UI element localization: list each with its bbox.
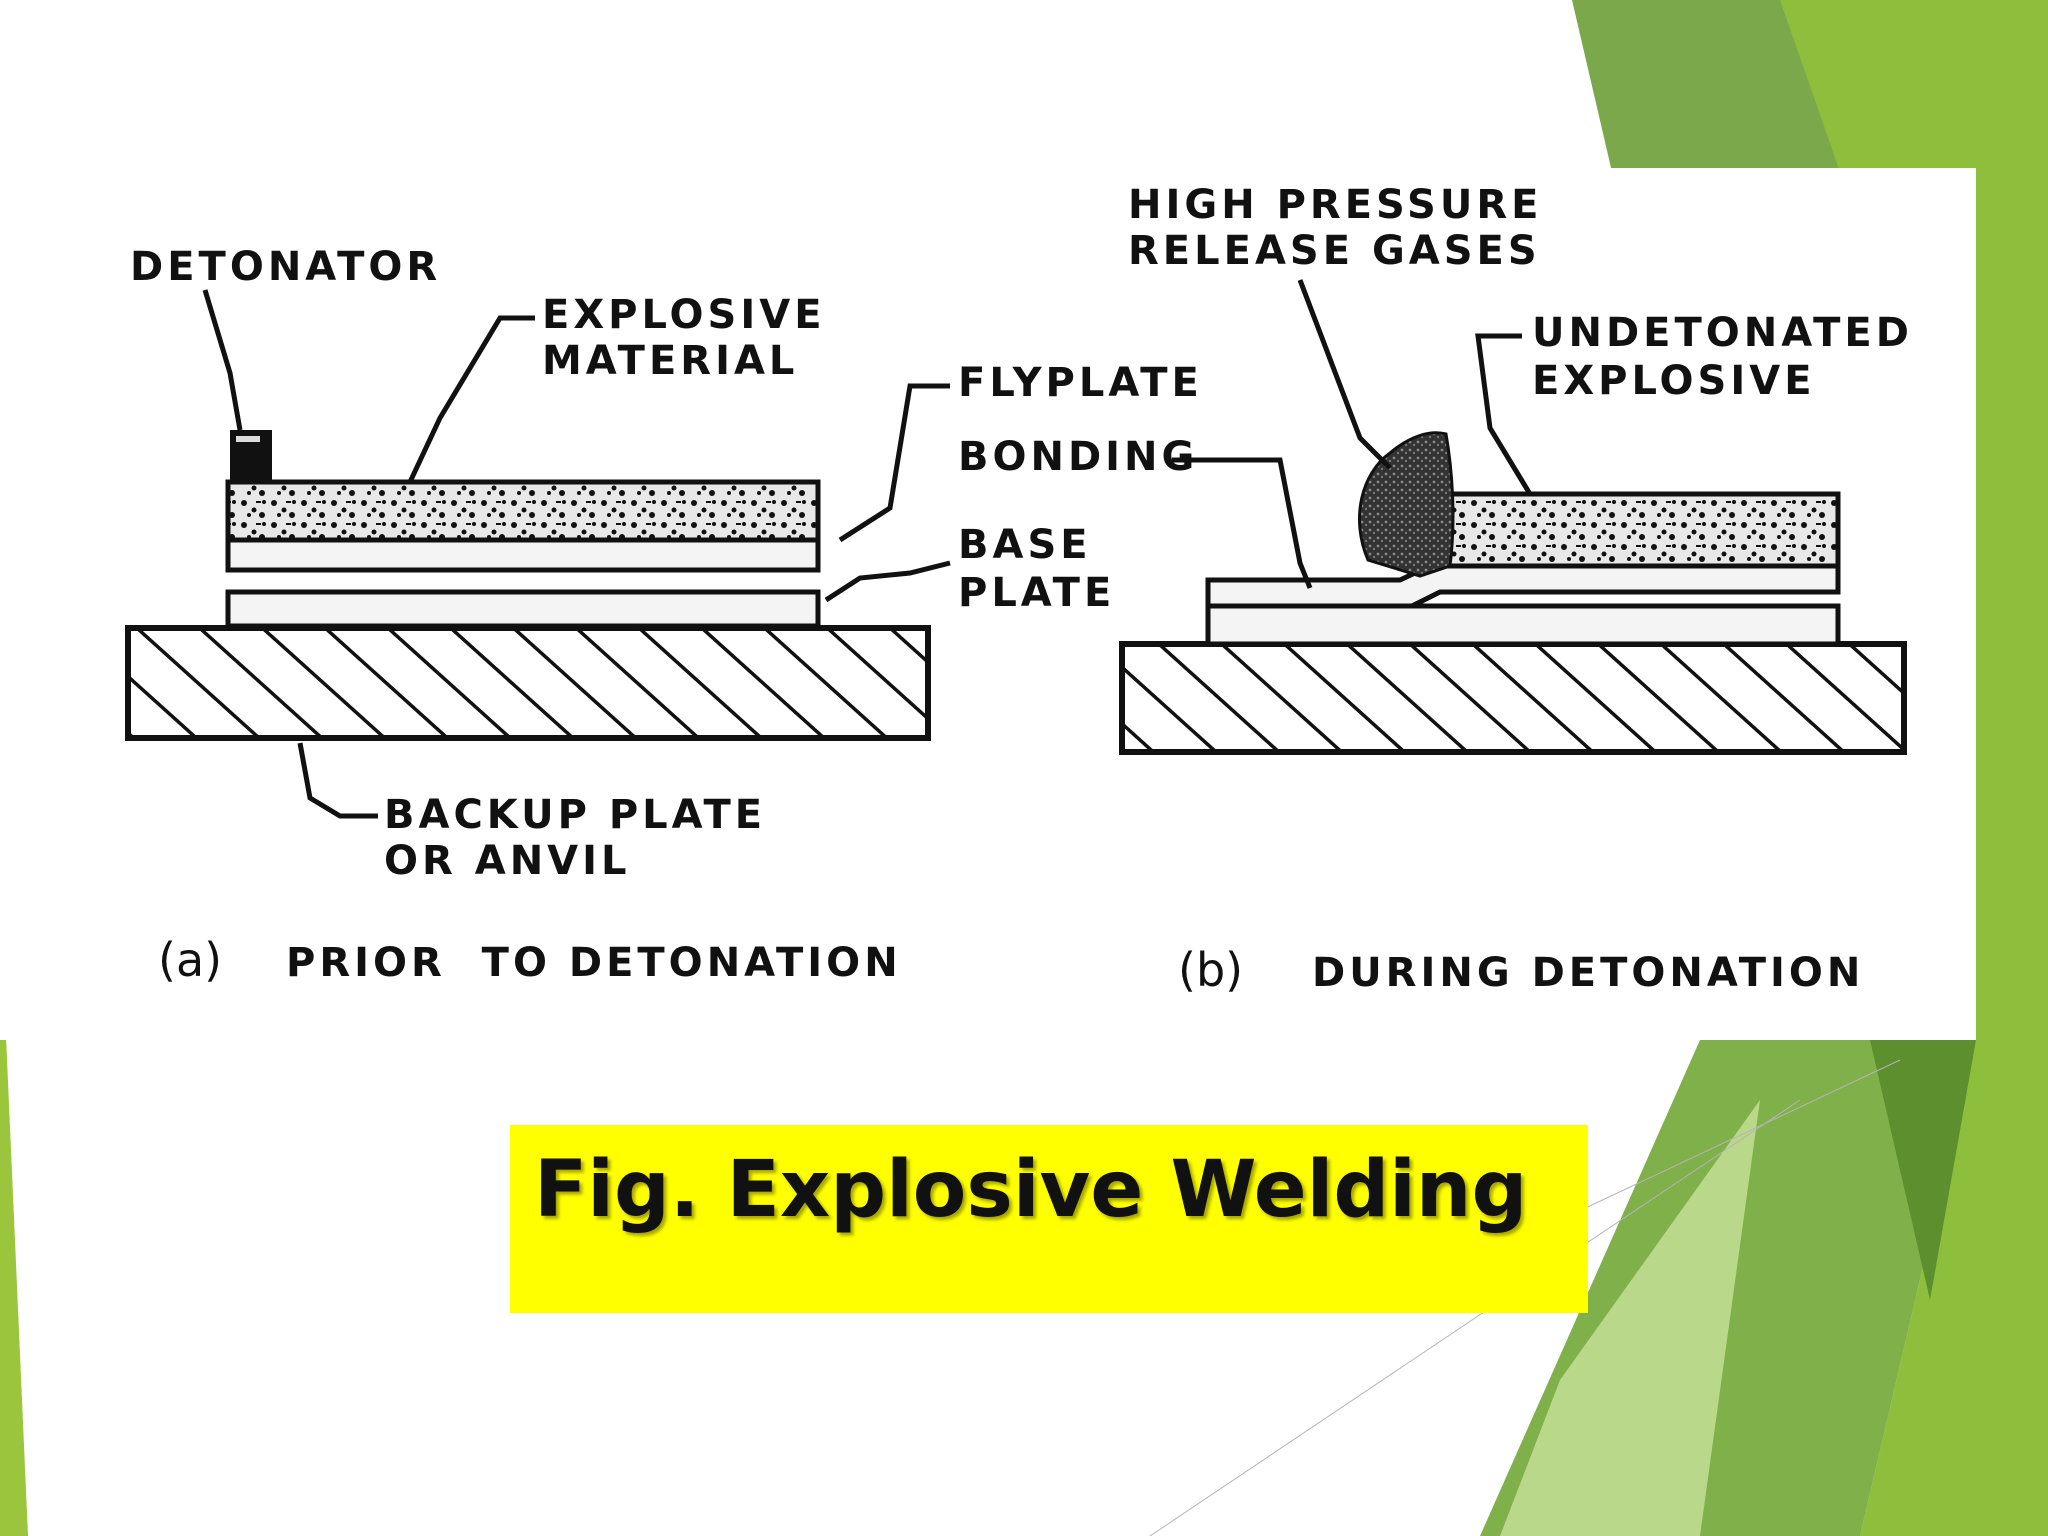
leader-backup — [297, 742, 378, 819]
label-base-1: BASE — [958, 522, 1092, 568]
base-plate-a — [225, 589, 821, 629]
leader-flyplate — [838, 383, 950, 543]
green-facet-dark — [1870, 1040, 1976, 1300]
figure-caption: Fig. Explosive Welding — [534, 1145, 1528, 1235]
leader-explosive — [407, 315, 535, 484]
leader-bonding — [1172, 457, 1313, 589]
label-detonator: DETONATOR — [130, 244, 441, 290]
explosive-layer-a — [225, 479, 821, 543]
label-explosive-1: EXPLOSIVE — [542, 292, 826, 338]
leader-detonator — [202, 289, 243, 431]
label-explosive-2: MATERIAL — [542, 338, 798, 384]
label-bonding: BONDING — [958, 434, 1198, 480]
label-undetonated-1: UNDETONATED — [1532, 310, 1913, 356]
green-facet-right — [1860, 172, 2048, 1536]
leader-baseplate — [824, 560, 951, 603]
label-backup-2: OR ANVIL — [384, 838, 631, 884]
leader-gases — [1297, 279, 1392, 470]
flyplate-b — [1205, 563, 1841, 609]
label-base-2: PLATE — [958, 570, 1115, 616]
flyplate-a — [225, 537, 821, 573]
label-flyplate: FLYPLATE — [958, 360, 1203, 406]
anvil-b — [1119, 641, 1907, 755]
figure-caption-box: Fig. Explosive Welding — [510, 1125, 1588, 1313]
anvil-a — [125, 625, 931, 741]
green-facet-top-dark — [1780, 0, 2048, 172]
gas-cloud-b — [1357, 431, 1455, 578]
leader-undetonated — [1475, 333, 1533, 496]
label-gases-1: HIGH PRESSURE — [1128, 182, 1542, 228]
caption-letter-b: (b) — [1178, 943, 1243, 997]
explosive-welding-diagram: DETONATOR EXPLOSIVE MATERIAL FLYPLATE BA… — [125, 182, 1913, 997]
panel-b: HIGH PRESSURE RELEASE GASES UNDETONATED … — [958, 182, 1913, 997]
panel-a: DETONATOR EXPLOSIVE MATERIAL FLYPLATE BA… — [125, 244, 1203, 987]
label-gases-2: RELEASE GASES — [1128, 228, 1541, 274]
label-undetonated-2: EXPLOSIVE — [1532, 358, 1816, 404]
green-facet-left — [0, 900, 28, 1536]
caption-text-a: PRIOR TO DETONATION — [286, 940, 902, 986]
thin-line-1 — [1149, 1099, 1801, 1536]
label-backup-1: BACKUP PLATE — [384, 792, 766, 838]
detonator-cap-a — [236, 436, 260, 442]
base-plate-b — [1205, 603, 1841, 647]
caption-letter-a: (a) — [158, 933, 222, 987]
undetonated-explosive-b — [1437, 491, 1841, 569]
figure-panel: DETONATOR EXPLOSIVE MATERIAL FLYPLATE BA… — [0, 168, 1976, 1040]
caption-text-b: DURING DETONATION — [1312, 950, 1864, 996]
thin-line-2 — [1559, 1059, 1901, 1221]
green-facet-light — [1500, 1100, 1760, 1536]
